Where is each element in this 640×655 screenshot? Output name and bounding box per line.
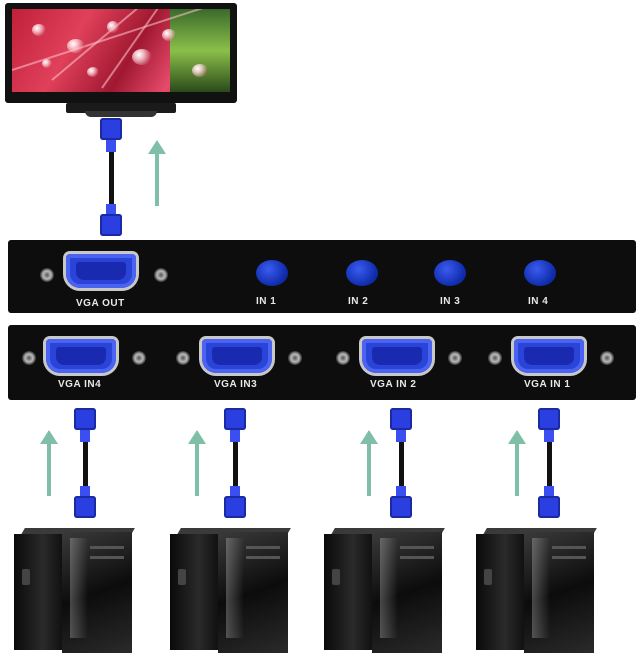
- vga-cable-out: [100, 118, 122, 236]
- switch-front-panel: VGA OUT IN 1 IN 2 IN 3 IN 4: [8, 240, 636, 313]
- input-4-label: IN 4: [528, 296, 549, 307]
- vga-in2-port: [362, 339, 432, 373]
- computer-tower-2: [324, 528, 445, 653]
- screw-icon: [154, 268, 168, 282]
- vga-cable-in2: [390, 408, 412, 518]
- screw-icon: [600, 351, 614, 365]
- input-2-button[interactable]: [346, 260, 378, 286]
- vga-in2-label: VGA IN 2: [370, 379, 417, 390]
- vga-in4-label: VGA IN4: [58, 379, 102, 390]
- screw-icon: [176, 351, 190, 365]
- switch-rear-panel: VGA IN4 VGA IN3 VGA IN 2 VGA IN 1: [8, 325, 636, 400]
- screw-icon: [488, 351, 502, 365]
- input-3-label: IN 3: [440, 296, 461, 307]
- input-2-label: IN 2: [348, 296, 369, 307]
- arrow-up-icon: [40, 430, 58, 496]
- monitor-stand: [66, 103, 176, 113]
- screw-icon: [132, 351, 146, 365]
- vga-cable-in4: [74, 408, 96, 518]
- screw-icon: [22, 351, 36, 365]
- monitor-screen-image: [12, 9, 230, 92]
- monitor-foot: [85, 111, 157, 117]
- arrow-up-icon: [148, 140, 166, 206]
- input-1-label: IN 1: [256, 296, 277, 307]
- screw-icon: [40, 268, 54, 282]
- vga-out-port: [66, 254, 136, 288]
- vga-out-label: VGA OUT: [76, 298, 125, 309]
- vga-cable-in3: [224, 408, 246, 518]
- screw-icon: [288, 351, 302, 365]
- screw-icon: [448, 351, 462, 365]
- vga-in4-port: [46, 339, 116, 373]
- arrow-up-icon: [188, 430, 206, 496]
- vga-cable-in1: [538, 408, 560, 518]
- computer-tower-4: [14, 528, 135, 653]
- screw-icon: [336, 351, 350, 365]
- vga-in3-label: VGA IN3: [214, 379, 258, 390]
- vga-in1-port: [514, 339, 584, 373]
- input-1-button[interactable]: [256, 260, 288, 286]
- arrow-up-icon: [360, 430, 378, 496]
- input-3-button[interactable]: [434, 260, 466, 286]
- vga-in3-port: [202, 339, 272, 373]
- arrow-up-icon: [508, 430, 526, 496]
- vga-in1-label: VGA IN 1: [524, 379, 571, 390]
- computer-tower-1: [476, 528, 597, 653]
- computer-tower-3: [170, 528, 291, 653]
- input-4-button[interactable]: [524, 260, 556, 286]
